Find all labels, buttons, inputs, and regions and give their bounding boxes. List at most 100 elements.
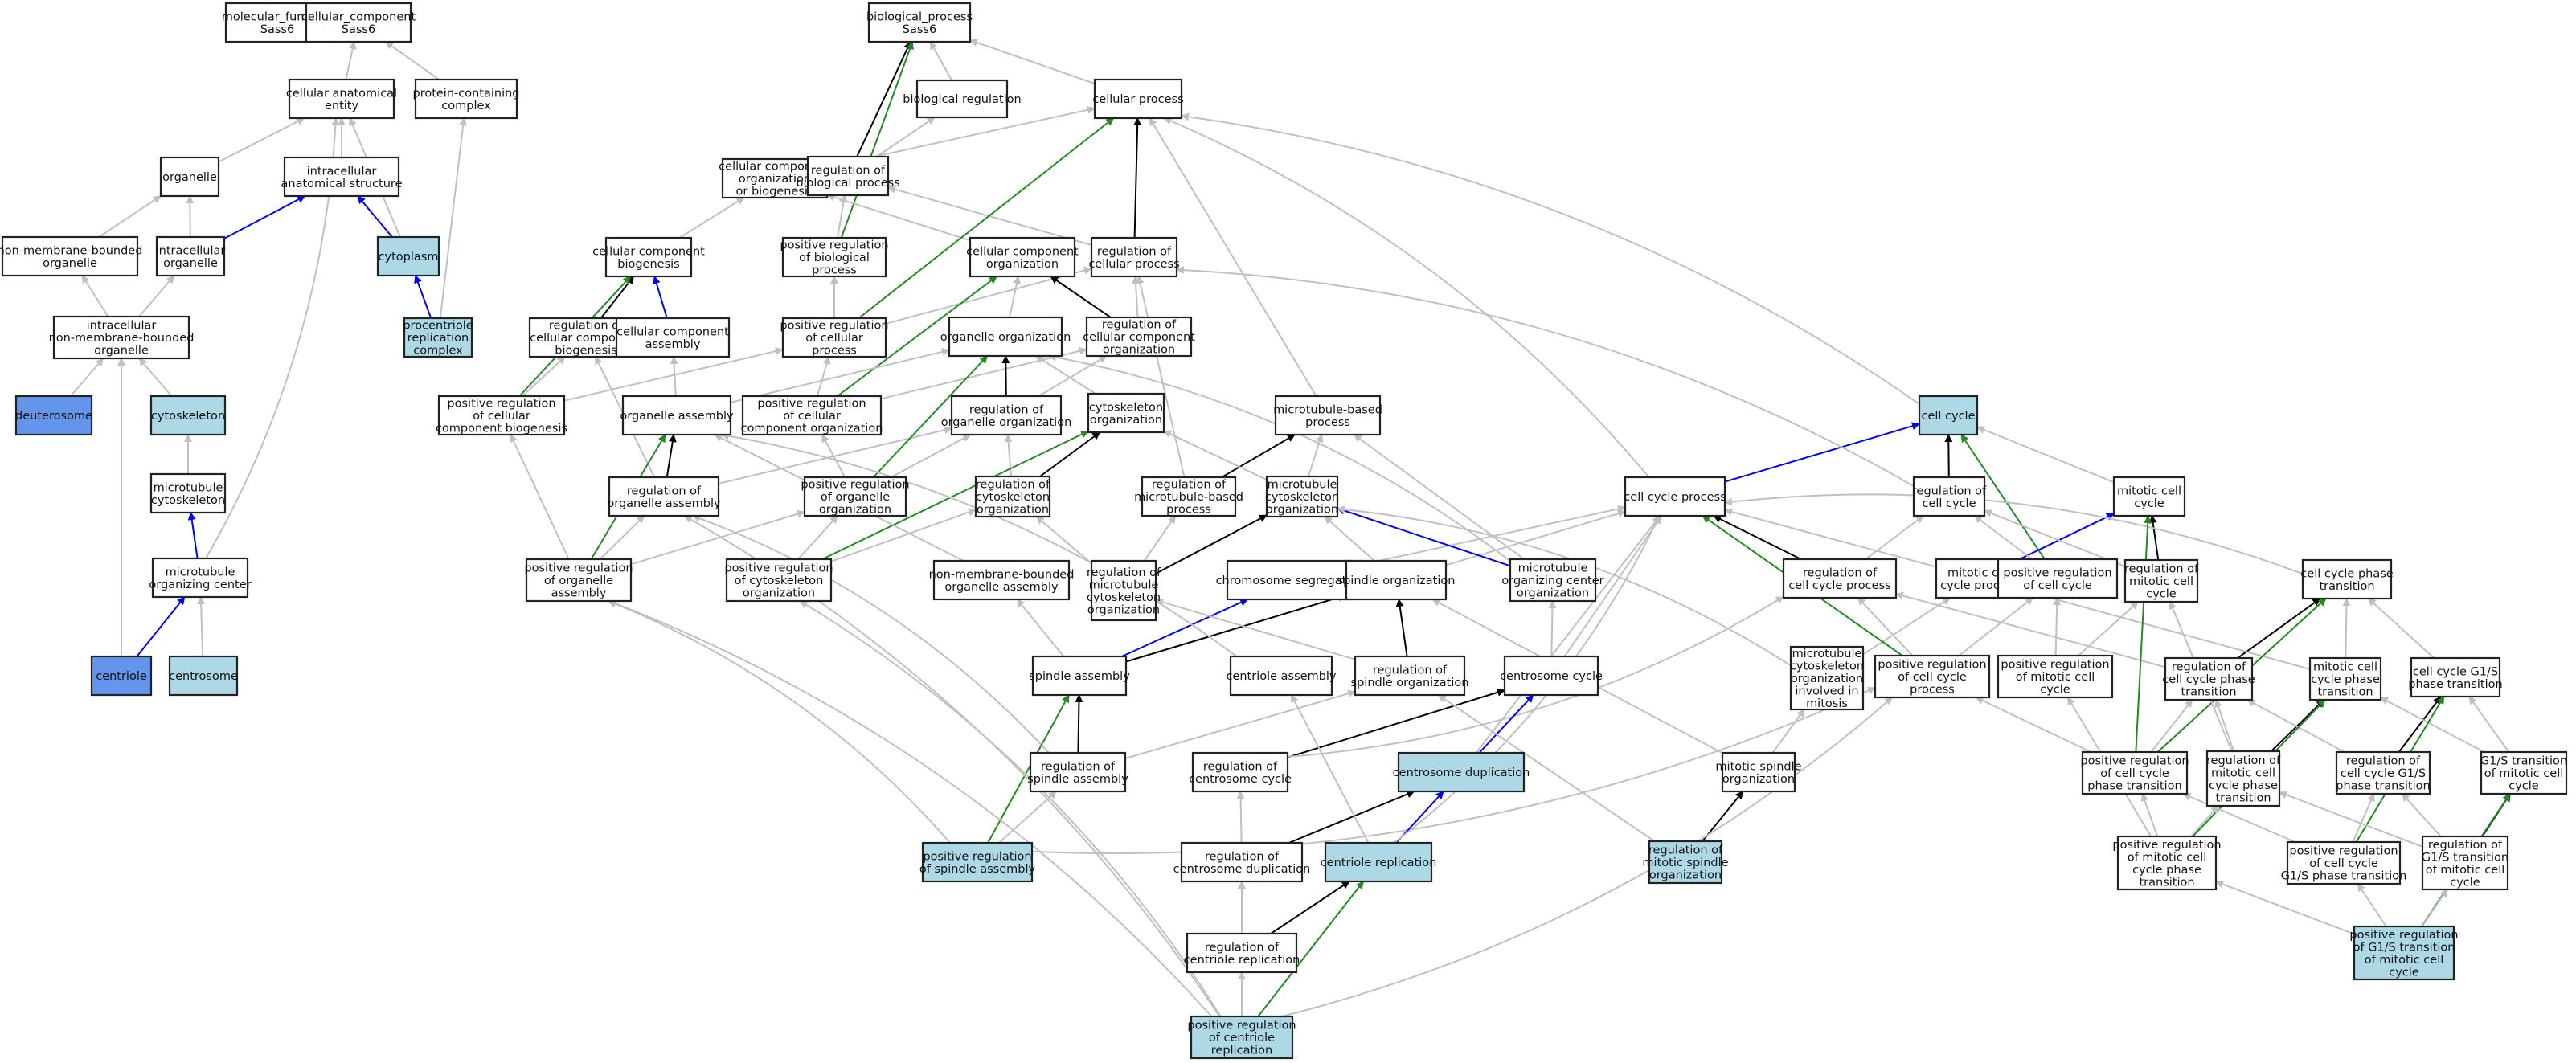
node-label: centriole assembly bbox=[1226, 670, 1336, 683]
edge-regulates bbox=[1001, 355, 1010, 397]
go-term-node[interactable]: cell cycle bbox=[1918, 395, 1979, 436]
go-term-node[interactable]: centriole bbox=[90, 655, 153, 697]
go-term-node[interactable]: centrosome bbox=[168, 655, 239, 697]
node-label: biogenesis bbox=[617, 258, 679, 271]
node-label: non-membrane-bounded bbox=[49, 332, 195, 345]
node-label: cycle phase bbox=[2132, 864, 2201, 877]
go-term-node[interactable]: organelle assembly bbox=[620, 395, 734, 436]
go-term-node[interactable]: intracellularnon-membrane-boundedorganel… bbox=[49, 315, 195, 360]
go-term-node[interactable]: cytoplasm bbox=[376, 235, 440, 277]
go-term-node[interactable]: centriole assembly bbox=[1226, 655, 1337, 697]
go-term-node[interactable]: spindle assembly bbox=[1029, 655, 1130, 697]
edge-is-a bbox=[1976, 426, 2115, 484]
edge-part-of bbox=[223, 195, 306, 239]
node-label: G1/S transition bbox=[2422, 851, 2508, 864]
edge-is-a bbox=[816, 356, 831, 397]
go-term-node[interactable]: microtubulecytoskeletonorganizationinvol… bbox=[1789, 645, 1865, 711]
node-label: organization bbox=[743, 587, 815, 600]
node-label: G1/S transition bbox=[2480, 755, 2567, 768]
edge-is-a bbox=[1974, 515, 2033, 560]
node-box bbox=[1648, 840, 1723, 885]
go-term-node[interactable]: centrosome cycle bbox=[1500, 655, 1603, 697]
go-term-node[interactable]: cell cycle process bbox=[1624, 476, 1726, 517]
go-term-node[interactable]: regulation ofmicrotubulecytoskeletonorga… bbox=[1087, 559, 1161, 622]
go-term-node[interactable]: chromosome segregation bbox=[1216, 559, 1365, 601]
edge-is-a bbox=[2380, 697, 2485, 753]
go-term-node[interactable]: spindle organization bbox=[1337, 559, 1456, 601]
go-term-node[interactable]: centriole replication bbox=[1321, 841, 1437, 883]
go-term-node[interactable]: cytoskeleton bbox=[149, 395, 227, 436]
go-term-node[interactable]: deuterosome bbox=[14, 395, 93, 436]
go-term-node[interactable]: biological regulation bbox=[903, 79, 1022, 119]
go-term-node[interactable]: organelle bbox=[159, 156, 220, 198]
go-term-node[interactable]: cellular process bbox=[1092, 78, 1184, 120]
go-term-node[interactable]: centrosome duplication bbox=[1393, 751, 1530, 793]
node-label: of organelle bbox=[544, 574, 613, 587]
go-term-node[interactable]: organelle organization bbox=[940, 316, 1071, 358]
edge-is-a bbox=[1132, 276, 1141, 318]
edge-is-a bbox=[1181, 112, 1920, 405]
